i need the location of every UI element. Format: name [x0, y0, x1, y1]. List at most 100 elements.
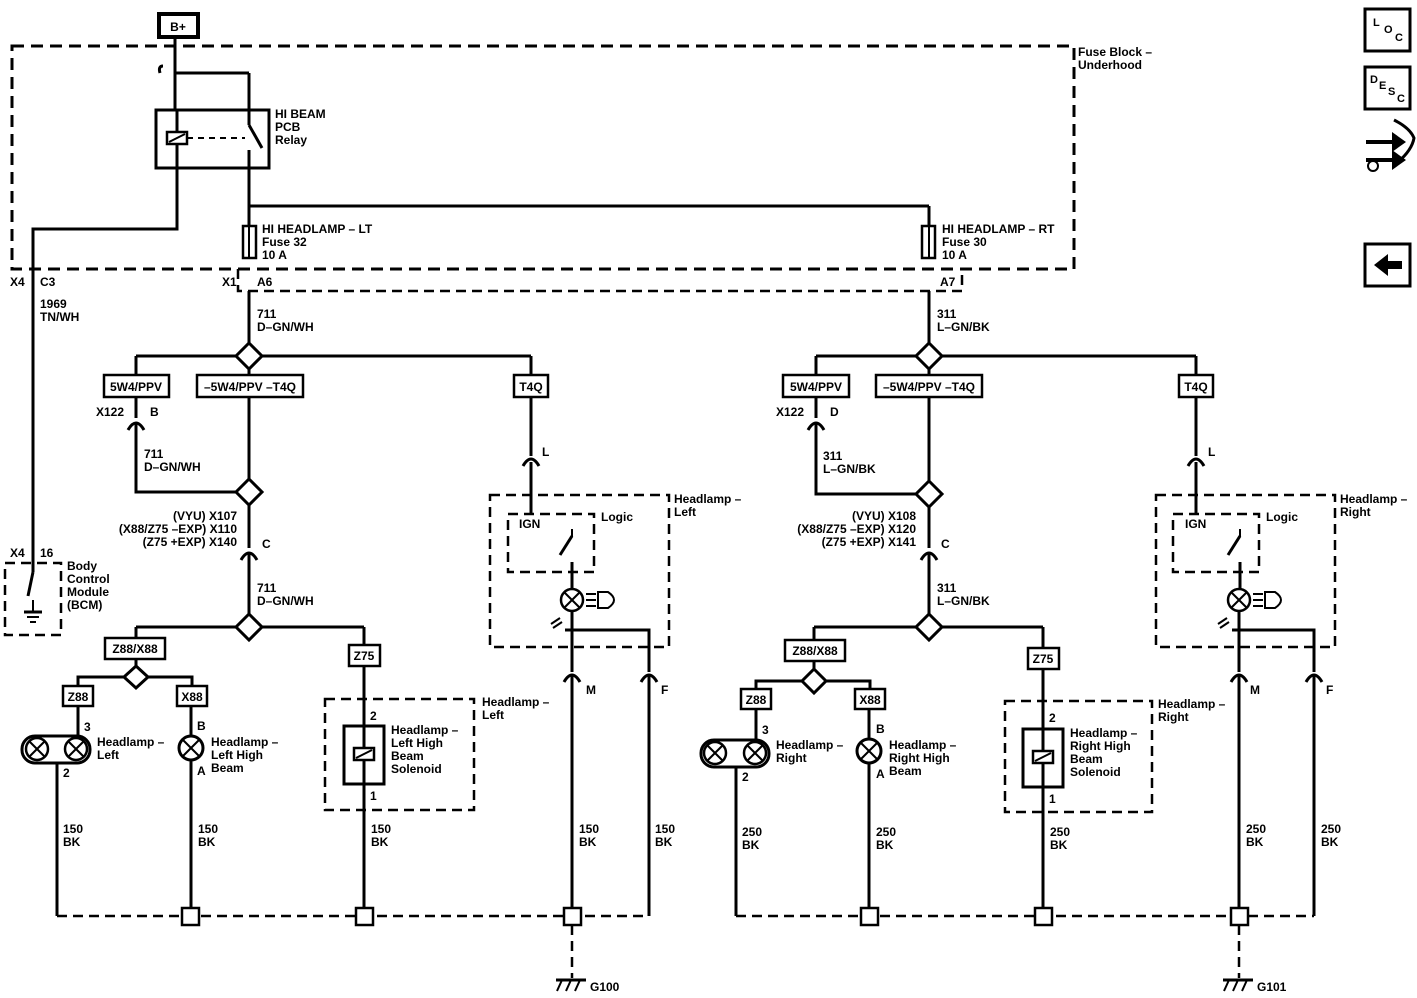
right-hb-label-3: Beam [889, 764, 922, 778]
left-pin-f: F [661, 683, 668, 697]
right-inline-2: (X88/Z75 –EXP) X120 [797, 522, 916, 536]
left-sol-box-label-2: Left [482, 708, 504, 722]
ground-g100: G100 [590, 980, 620, 994]
left-hb-label-2: Left High [211, 748, 263, 762]
bcm-wire-circuit: 1969 [40, 297, 67, 311]
connector-view-button[interactable] [1366, 118, 1416, 172]
left-sol-label-2: Left High [391, 736, 443, 750]
left-opt-x88: X88 [181, 690, 203, 704]
pin-a6: A6 [257, 275, 273, 289]
bcm-pin: 16 [40, 546, 54, 560]
fuse-32-label: HI HEADLAMP – LT [262, 222, 373, 236]
right-feed-circuit: 311 [937, 307, 957, 321]
right-sol-pin-bottom: 1 [1049, 792, 1056, 806]
right-sol-box-label-2: Right [1158, 710, 1189, 724]
left-feed-circuit: 711 [257, 307, 277, 321]
left-gnd-color-5: BK [655, 835, 673, 849]
right-jumper-color: L–GN/BK [823, 462, 876, 476]
loc-button[interactable]: L O C [1363, 7, 1412, 53]
right-logic: Logic [1266, 510, 1298, 524]
hi-beam-relay: HI BEAM PCB Relay [154, 64, 326, 170]
right-opt-z88: Z88 [746, 693, 767, 707]
right-gnd-color-3: BK [1050, 838, 1068, 852]
power-label: B+ [170, 20, 186, 34]
loc-letter-3: C [1395, 32, 1403, 44]
fuse-block-label: Fuse Block – [1078, 45, 1152, 59]
right-gnd-color-5: BK [1321, 835, 1339, 849]
right-pin-m: M [1250, 683, 1260, 697]
left-lower-color: D–GN/WH [257, 594, 314, 608]
desc-letter-4: C [1397, 93, 1405, 105]
back-button[interactable] [1363, 242, 1412, 288]
right-sol-label-3: Beam [1070, 752, 1103, 766]
left-sol-label-3: Beam [391, 749, 424, 763]
right-gnd-color-2: BK [876, 838, 894, 852]
left-hb-pin-bottom: A [197, 764, 206, 778]
relay-label: HI BEAM [275, 107, 326, 121]
left-x122-pin: B [150, 405, 159, 419]
left-opt-z88x88: Z88/X88 [112, 642, 158, 656]
right-hb-label: Headlamp – [889, 738, 957, 752]
right-gnd-circuit-5: 250 [1321, 822, 1341, 836]
right-opt-z88x88: Z88/X88 [792, 644, 838, 658]
right-sol-label: Headlamp – [1070, 726, 1138, 740]
ground-g101-icon [1223, 978, 1253, 992]
right-feed-color: L–GN/BK [937, 320, 990, 334]
left-opt-5w4: 5W4/PPV [110, 380, 162, 394]
left-hl-box-label-2: Left [674, 505, 696, 519]
right-opt-x88: X88 [859, 693, 881, 707]
left-sol-box-label: Headlamp – [482, 695, 550, 709]
fuse-30-label: HI HEADLAMP – RT [942, 222, 1055, 236]
desc-letter-2: E [1379, 80, 1386, 92]
left-t4q-pin: L [542, 445, 549, 459]
fuse-32-label-2: Fuse 32 [262, 235, 307, 249]
desc-letter-3: S [1388, 86, 1395, 98]
left-gnd-circuit-4: 150 [579, 822, 599, 836]
desc-letter-1: D [1370, 74, 1378, 86]
left-gnd-circuit-1: 150 [63, 822, 83, 836]
right-headlight-icon [1264, 591, 1282, 609]
right-gnd-color-4: BK [1246, 835, 1264, 849]
left-hl-box-label: Headlamp – [674, 492, 742, 506]
right-lamp-pin-bottom: 2 [742, 770, 749, 784]
right-opt-not5w4: –5W4/PPV –T4Q [883, 380, 975, 394]
left-inline-pin: C [262, 537, 271, 551]
ground-g100-icon [556, 978, 586, 992]
conn-x1: X1 [222, 275, 237, 289]
fuse-30: HI HEADLAMP – RT Fuse 30 10 A [920, 222, 1055, 262]
left-opt-t4q: T4Q [519, 380, 542, 394]
right-hb-label-2: Right High [889, 751, 950, 765]
left-lamp-pin-top: 3 [84, 720, 91, 734]
conn-x4: X4 [10, 275, 25, 289]
left-gnd-color-1: BK [63, 835, 81, 849]
right-gnd-color-1: BK [742, 838, 760, 852]
right-inline-3: (Z75 +EXP) X141 [822, 535, 917, 549]
right-opt-t4q: T4Q [1184, 380, 1207, 394]
left-gnd-circuit-3: 150 [371, 822, 391, 836]
right-lamp-pin-top: 3 [762, 723, 769, 737]
right-circuit: 311 L–GN/BK 5W4/PPV –5W4/PPV –T4Q T4Q X1… [699, 291, 1408, 994]
left-circuit: 711 D–GN/WH 5W4/PPV –5W4/PPV –T4Q T4Q X1… [20, 291, 742, 994]
left-lamp-label: Headlamp – [97, 735, 165, 749]
right-opt-z75: Z75 [1033, 652, 1054, 666]
left-feed-color: D–GN/WH [257, 320, 314, 334]
left-gnd-circuit-2: 150 [198, 822, 218, 836]
left-sol-pin-bottom: 1 [370, 789, 377, 803]
bcm-label-4: (BCM) [67, 598, 102, 612]
left-inline-2: (X88/Z75 –EXP) X110 [119, 522, 237, 536]
fuse-30-label-3: 10 A [942, 248, 967, 262]
relay-label-3: Relay [275, 133, 307, 147]
right-ign: IGN [1185, 517, 1206, 531]
right-lower-circuit: 311 [937, 581, 957, 595]
right-gnd-circuit-1: 250 [742, 825, 762, 839]
left-pin-m: M [586, 683, 596, 697]
back-arrow-icon [1374, 254, 1402, 276]
fuse-32: HI HEADLAMP – LT Fuse 32 10 A [241, 222, 373, 262]
left-gnd-circuit-5: 150 [655, 822, 675, 836]
right-hl-box-label-2: Right [1340, 505, 1371, 519]
right-lamp-label: Headlamp – [776, 738, 844, 752]
desc-button[interactable]: D E S C [1363, 65, 1412, 111]
pin-a7: A7 [940, 275, 956, 289]
loc-letter-2: O [1384, 24, 1393, 36]
right-lower-color: L–GN/BK [937, 594, 990, 608]
